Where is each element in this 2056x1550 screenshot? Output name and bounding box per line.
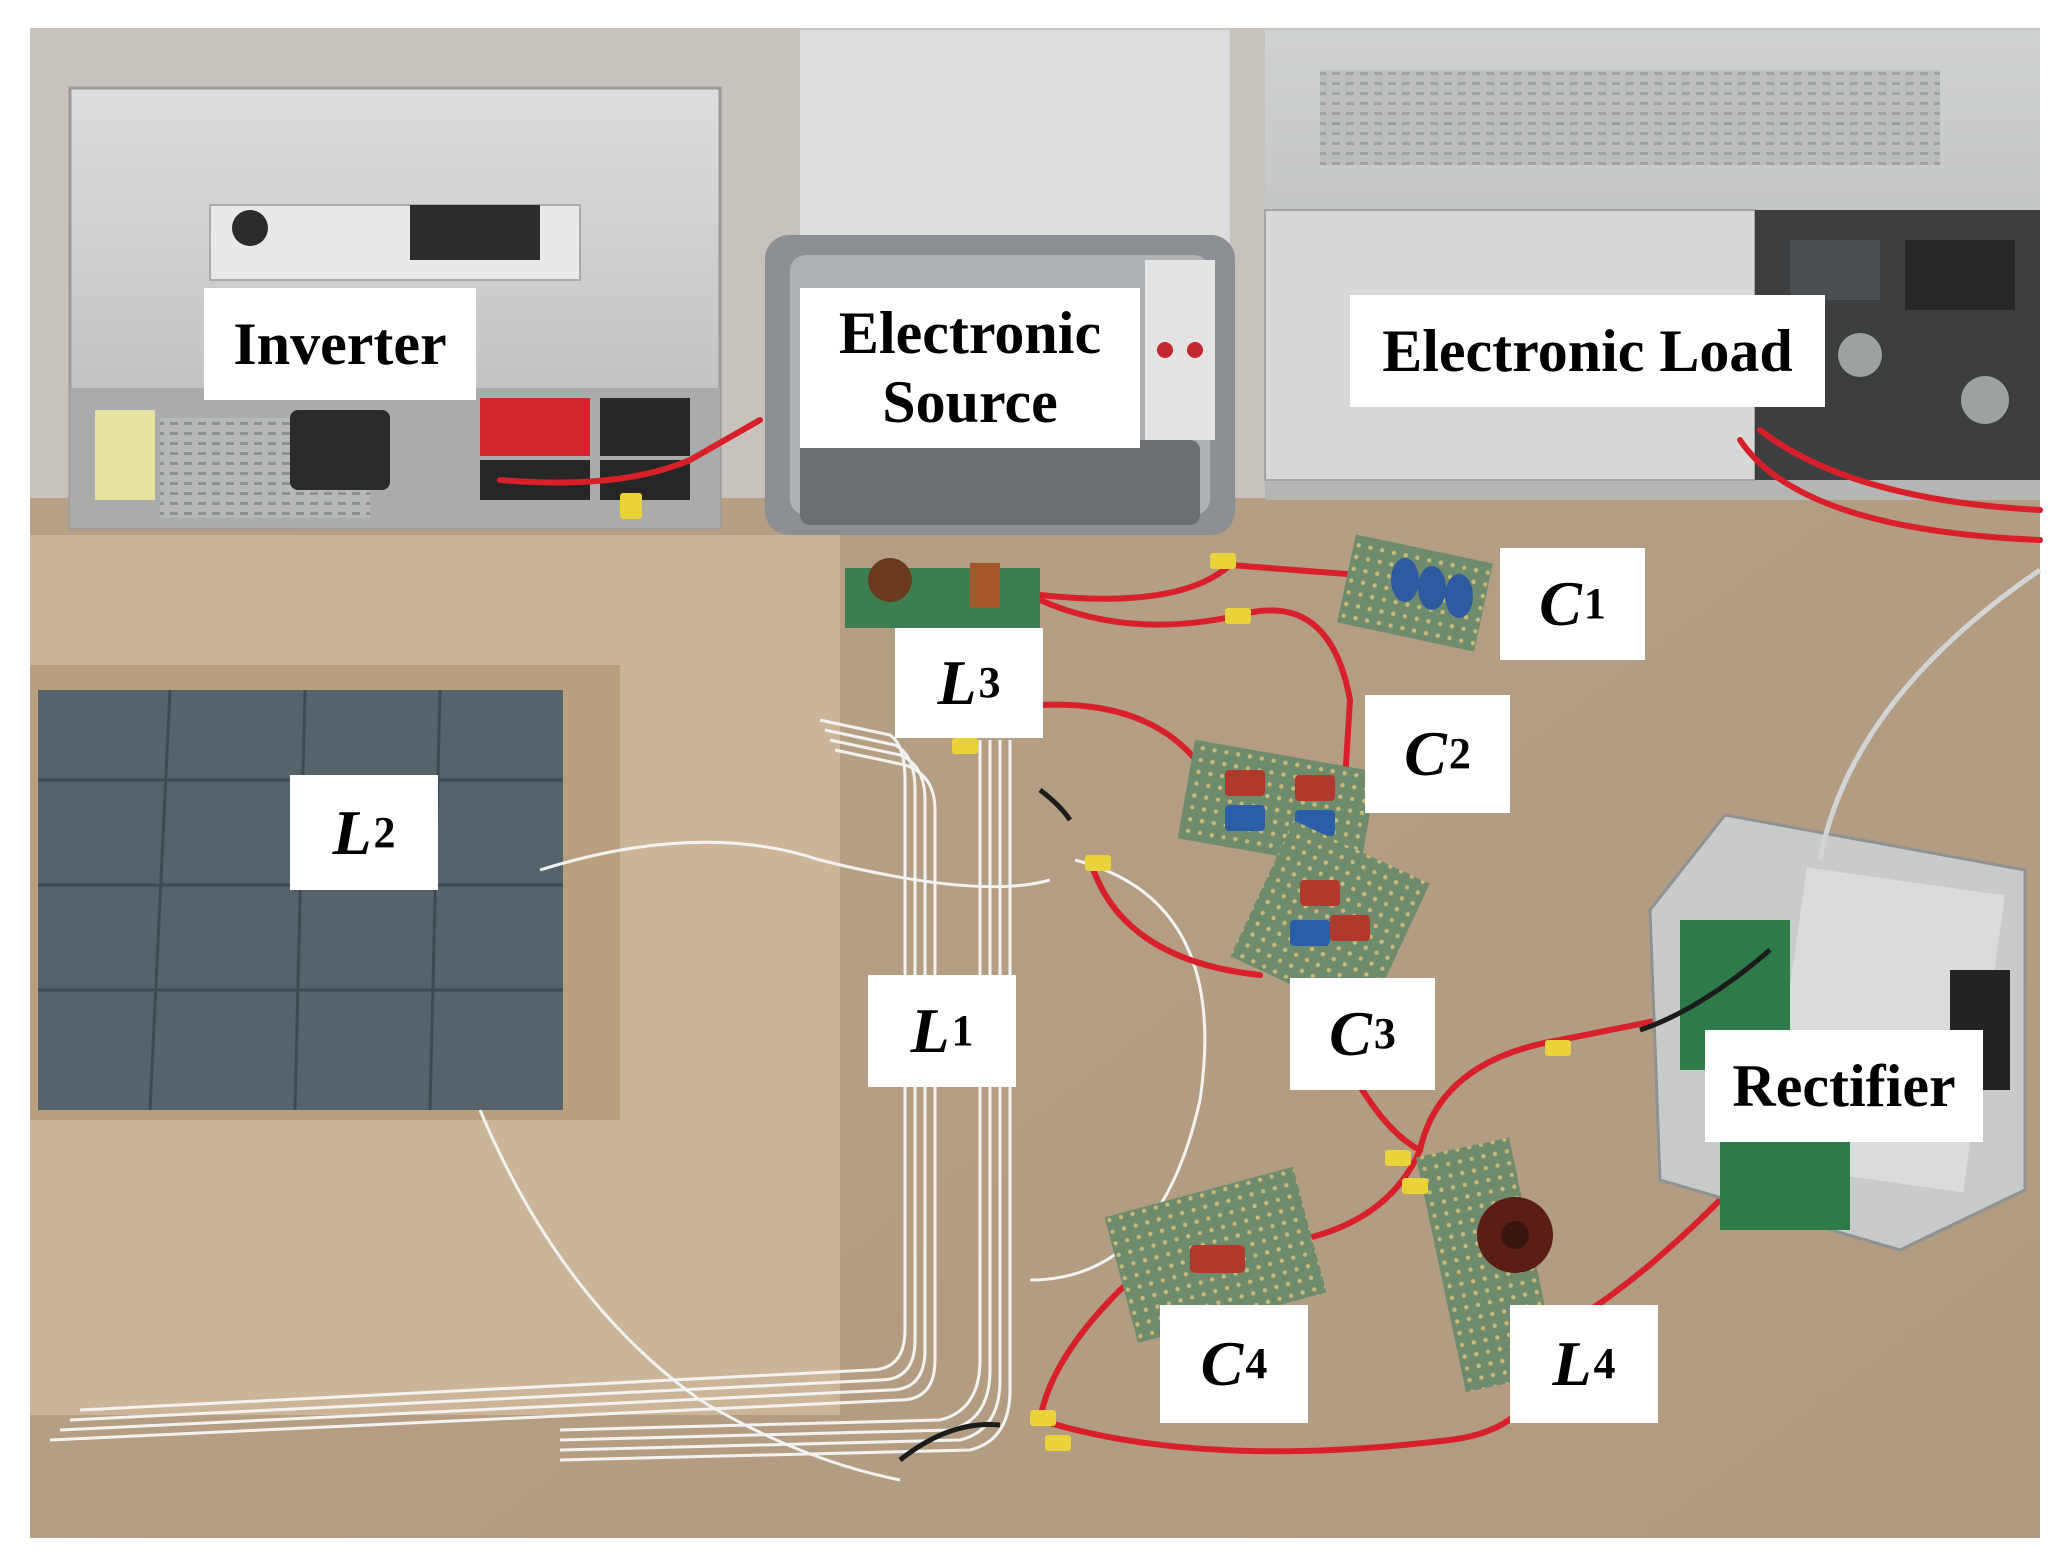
label-L4-letter: L (1552, 1328, 1592, 1399)
label-L1-letter: L (910, 995, 950, 1066)
ferrite-tiles-L2 (38, 689, 563, 1111)
label-electronic-source-line1: Electronic (838, 300, 1102, 366)
toroid-L3 (868, 558, 912, 602)
label-rectifier: Rectifier (1705, 1030, 1983, 1142)
inverter-unit (68, 86, 722, 530)
label-electronic-load: Electronic Load (1350, 295, 1825, 407)
label-C2-letter: C (1404, 718, 1447, 789)
label-C1-letter: C (1539, 568, 1582, 639)
label-L4-sub: 4 (1593, 1339, 1616, 1388)
label-C3-sub: 3 (1373, 1009, 1396, 1058)
label-L2-sub: 2 (373, 807, 396, 857)
toroid-L4-core (1501, 1221, 1529, 1249)
inductor-small (970, 563, 1000, 608)
label-C4-letter: C (1200, 1328, 1244, 1399)
label-C4-sub: 4 (1245, 1339, 1268, 1388)
caps-C1 (1391, 558, 1473, 618)
electronic-load-unit (1264, 30, 2040, 500)
grey-cable (1817, 567, 2042, 861)
label-electronic-load-text: Electronic Load (1382, 318, 1793, 384)
caps-C3 (1290, 880, 1370, 946)
label-rectifier-text: Rectifier (1732, 1053, 1956, 1119)
label-C3-letter: C (1329, 998, 1372, 1069)
label-C2-sub: 2 (1448, 729, 1471, 778)
label-L3-sub: 3 (978, 658, 1001, 707)
electronic-source-unit (765, 30, 1235, 535)
cap-C4 (1190, 1245, 1245, 1273)
label-C1-sub: 1 (1583, 579, 1606, 628)
label-L1-sub: 1 (951, 1006, 974, 1055)
label-electronic-source: Electronic Source (800, 288, 1140, 448)
black-wiring (898, 788, 1772, 1462)
label-electronic-source-line2: Source (882, 369, 1058, 435)
label-inverter-text: Inverter (233, 311, 447, 377)
connectors (620, 493, 1571, 1451)
label-L3-letter: L (937, 647, 977, 718)
label-L2-letter: L (332, 796, 372, 868)
label-inverter: Inverter (204, 288, 476, 400)
